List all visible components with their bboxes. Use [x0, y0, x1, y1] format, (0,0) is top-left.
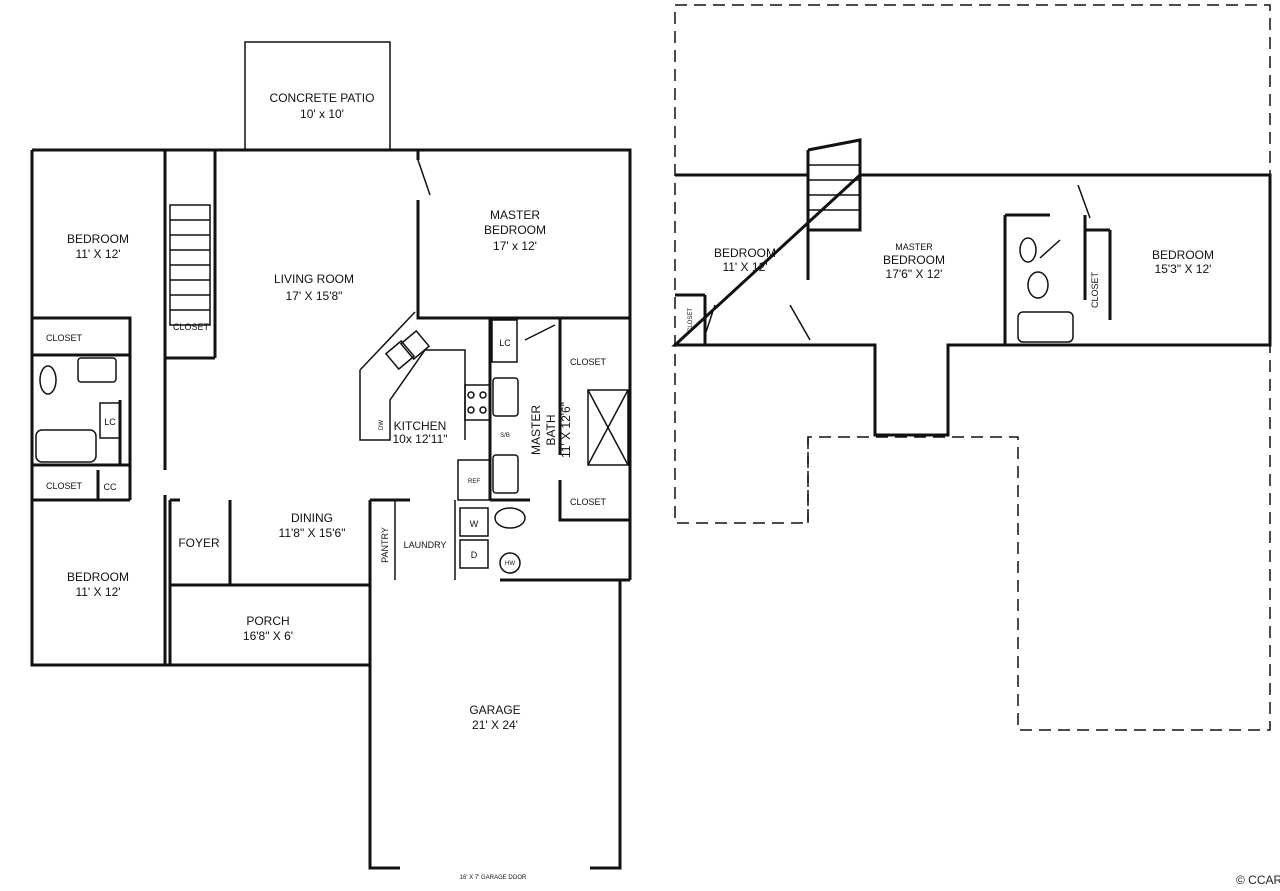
master-bath-line2: BATH: [544, 414, 558, 445]
upper-master-size: 17'6" X 12': [886, 267, 943, 281]
cc-label: CC: [104, 482, 117, 492]
upper-bedroom-name: BEDROOM: [714, 246, 776, 260]
refrigerator-label: REF: [468, 479, 480, 485]
dishwasher-label: DW: [379, 420, 385, 430]
master-bedroom-line2: BEDROOM: [484, 223, 546, 237]
staircase: [169, 204, 211, 326]
dryer-label: D: [471, 550, 478, 560]
bathtub: [1017, 311, 1074, 343]
kitchen-counters: [359, 311, 491, 501]
closet-label: CLOSET: [1090, 271, 1100, 308]
sb-label: S/B: [500, 433, 510, 439]
foyer-label: FOYER: [178, 536, 220, 550]
upper-bedroom-size: 11' X 12': [722, 260, 767, 274]
washer: [459, 507, 489, 537]
laundry-wall: [368, 498, 630, 585]
dining-name: DINING: [291, 511, 333, 525]
closet-label: CLOSET: [570, 357, 607, 367]
door-swing: [417, 159, 556, 341]
toilet: [1027, 271, 1049, 299]
staircase: [806, 138, 862, 232]
washer-label: W: [470, 519, 479, 529]
roof-outline: [674, 4, 1271, 731]
garage-door-label: 16' X 7' GARAGE DOOR: [460, 875, 527, 881]
upper-bedroom-name: BEDROOM: [1152, 248, 1214, 262]
copyright-label: © CCAR: [1236, 873, 1280, 887]
shower: [587, 389, 629, 466]
porch-name: PORCH: [246, 614, 289, 628]
closet-label: CLOSET: [173, 322, 210, 332]
water-heater-label: HW: [505, 561, 515, 567]
master-bedroom-line1: MASTER: [490, 208, 540, 222]
bedroom-name: BEDROOM: [67, 570, 129, 584]
kitchen-size: 10x 12'11": [392, 432, 447, 446]
upper-exterior-wall: [671, 173, 1272, 437]
range: [464, 384, 491, 421]
left-wing-walls: [32, 150, 167, 502]
master-bath-size: 11' X 12'6": [559, 402, 573, 458]
bedroom-size: 11' X 12': [75, 247, 120, 261]
garage-wall: [368, 580, 622, 870]
closet-label: CLOSET: [688, 308, 694, 332]
pantry-label: PANTRY: [380, 527, 390, 563]
upper-master-line1: MASTER: [895, 242, 933, 252]
linen-closet-bath: [491, 319, 518, 363]
bedroom-name: BEDROOM: [67, 232, 129, 246]
porch-size: 16'8" X 6': [243, 629, 293, 643]
master-bath-line1: MASTER: [529, 405, 543, 455]
sink: [77, 357, 117, 383]
main-floor: CONCRETE PATIO 10' x 10' DW REF KITCHEN: [30, 41, 632, 881]
upper-interior-walls: [675, 213, 1112, 345]
toilet: [39, 365, 57, 395]
master-bath-walls: [488, 316, 630, 522]
upper-master-line2: BEDROOM: [883, 253, 945, 267]
water-heater: [499, 552, 521, 574]
master-bedroom-size: 17' x 12': [493, 239, 537, 253]
upper-floor: BEDROOM 11' X 12' MASTER BEDROOM 17'6" X…: [671, 4, 1272, 731]
lc-label: LC: [104, 417, 116, 427]
lc-label: LC: [499, 338, 511, 348]
bedroom-size: 11' X 12': [75, 585, 120, 599]
closet-label: CLOSET: [570, 497, 607, 507]
vanity-sink: [492, 377, 519, 417]
garage-name: GARAGE: [469, 703, 520, 717]
door-swing: [704, 184, 1091, 341]
living-room-size: 17' X 15'8": [286, 289, 343, 303]
toilet: [494, 507, 526, 529]
laundry-label: LAUNDRY: [404, 540, 447, 550]
upper-bedroom-size: 15'3" X 12': [1155, 262, 1212, 276]
toilet: [1019, 237, 1037, 263]
foyer-walls: [168, 498, 232, 585]
closet-label: CLOSET: [46, 333, 83, 343]
sink: [384, 339, 416, 371]
kitchen-name: KITCHEN: [394, 419, 447, 433]
living-room-name: LIVING ROOM: [274, 272, 354, 286]
patio-size: 10' x 10': [300, 107, 344, 121]
dryer: [459, 539, 489, 569]
closet-label: CLOSET: [46, 481, 83, 491]
hall-walls: [96, 150, 217, 665]
bathtub: [35, 429, 97, 463]
dining-size: 11'8" X 15'6": [279, 526, 346, 540]
patio-name: CONCRETE PATIO: [270, 91, 375, 105]
vanity-sink: [492, 454, 519, 494]
garage-size: 21' X 24': [472, 718, 518, 732]
